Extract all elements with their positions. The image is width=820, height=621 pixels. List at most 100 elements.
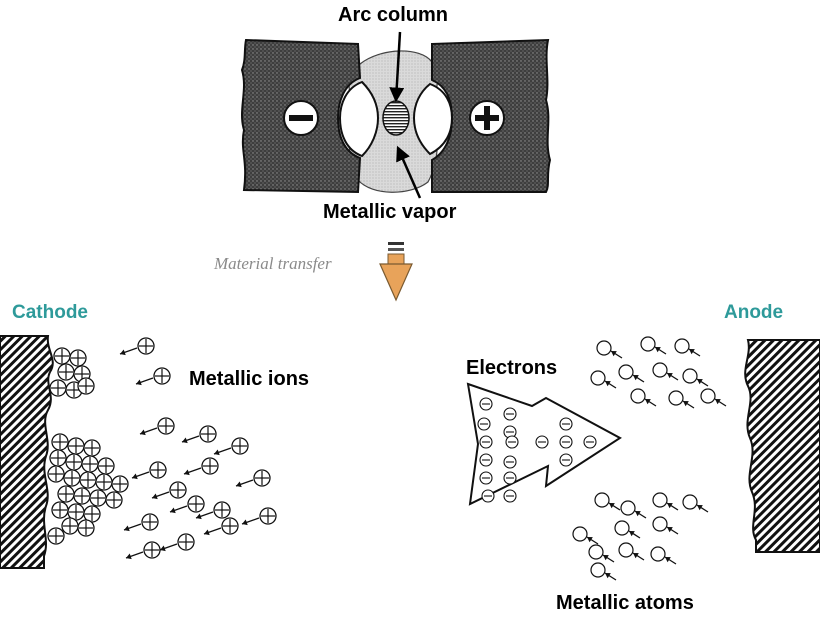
electron	[503, 489, 517, 503]
metallic-ion	[61, 517, 79, 535]
metallic-ion	[65, 453, 83, 471]
motion-arrow	[602, 554, 615, 563]
metallic-ion	[153, 367, 171, 385]
metallic-atom	[590, 370, 606, 386]
metallic-ion	[57, 485, 75, 503]
motion-arrow	[604, 380, 617, 389]
metallic-atom	[588, 544, 604, 560]
motion-arrow	[119, 347, 138, 356]
motion-arrow	[632, 552, 645, 561]
metallic-ion	[97, 457, 115, 475]
metallic-ion	[81, 455, 99, 473]
motion-arrow	[682, 400, 695, 409]
arc-column	[382, 100, 410, 136]
metallic-atom	[682, 368, 698, 384]
electron	[583, 435, 597, 449]
metallic-ion	[213, 501, 231, 519]
motion-arrow	[169, 505, 188, 514]
motion-arrow	[628, 530, 641, 539]
metallic-atom	[652, 362, 668, 378]
metallic-ion	[69, 349, 87, 367]
metallic-atom	[618, 364, 634, 380]
metallic-ion	[141, 513, 159, 531]
metallic-ion	[259, 507, 277, 525]
metallic-ion	[157, 417, 175, 435]
metallic-vapor-label: Metallic vapor	[323, 201, 457, 223]
electron	[535, 435, 549, 449]
motion-arrow	[213, 447, 232, 456]
metallic-atom	[614, 520, 630, 536]
electron	[503, 471, 517, 485]
motion-arrow	[159, 543, 178, 552]
motion-arrow	[125, 551, 144, 560]
motion-arrow	[634, 510, 647, 519]
motion-arrow	[666, 372, 679, 381]
metallic-ion	[73, 487, 91, 505]
electron	[479, 397, 493, 411]
anode-surface	[744, 339, 820, 553]
metallic-ion	[201, 457, 219, 475]
metallic-atom	[620, 500, 636, 516]
metallic-atom	[630, 388, 646, 404]
metallic-atom	[668, 390, 684, 406]
motion-arrow	[235, 479, 254, 488]
electron	[559, 453, 573, 467]
metallic-ion	[143, 541, 161, 559]
motion-arrow	[632, 374, 645, 383]
electron	[505, 435, 519, 449]
motion-arrow	[666, 526, 679, 535]
motion-arrow	[181, 435, 200, 444]
motion-arrow	[664, 556, 677, 565]
metallic-vapor-pointer	[396, 145, 422, 199]
metallic-atom	[674, 338, 690, 354]
motion-arrow	[696, 504, 709, 513]
plus-sign-icon	[469, 100, 505, 136]
metallic-atoms-group	[572, 336, 727, 581]
motion-arrow	[183, 467, 202, 476]
metallic-ion	[231, 437, 249, 455]
arc-figure	[240, 31, 552, 199]
metallic-ion	[77, 377, 95, 395]
minus-sign-icon	[283, 100, 319, 136]
motion-arrow	[714, 398, 727, 407]
electrons-group	[477, 397, 597, 503]
metallic-atom	[572, 526, 588, 542]
metallic-atom	[594, 492, 610, 508]
arc-column-label: Arc column	[338, 4, 449, 26]
metallic-ion	[199, 425, 217, 443]
metallic-atom	[640, 336, 656, 352]
metallic-ion	[83, 439, 101, 457]
metallic-atom	[590, 562, 606, 578]
metallic-ion	[137, 337, 155, 355]
metallic-ion	[49, 379, 67, 397]
electron	[479, 453, 493, 467]
motion-arrow	[203, 527, 222, 536]
metallic-atom	[700, 388, 716, 404]
metallic-atom	[682, 494, 698, 510]
motion-arrow	[195, 511, 214, 520]
metallic-ion	[53, 347, 71, 365]
motion-arrow	[241, 517, 260, 526]
motion-arrow	[610, 350, 623, 359]
motion-arrow	[123, 523, 142, 532]
electron	[479, 471, 493, 485]
down-arrow-icon	[379, 242, 413, 302]
metallic-atoms-label: Metallic atoms	[556, 592, 694, 614]
metallic-ion	[105, 491, 123, 509]
cathode-molten-tip	[338, 80, 380, 158]
motion-arrow	[666, 502, 679, 511]
metallic-ion	[57, 363, 75, 381]
metallic-atom	[618, 542, 634, 558]
anode-molten-tip	[412, 82, 454, 156]
metallic-atom	[652, 492, 668, 508]
metallic-ion	[67, 437, 85, 455]
electron	[481, 489, 495, 503]
motion-arrow	[151, 491, 170, 500]
metallic-atom	[650, 546, 666, 562]
metallic-atom	[596, 340, 612, 356]
motion-arrow	[608, 502, 621, 511]
metallic-ion	[149, 461, 167, 479]
motion-arrow	[644, 398, 657, 407]
motion-arrow	[688, 348, 701, 357]
